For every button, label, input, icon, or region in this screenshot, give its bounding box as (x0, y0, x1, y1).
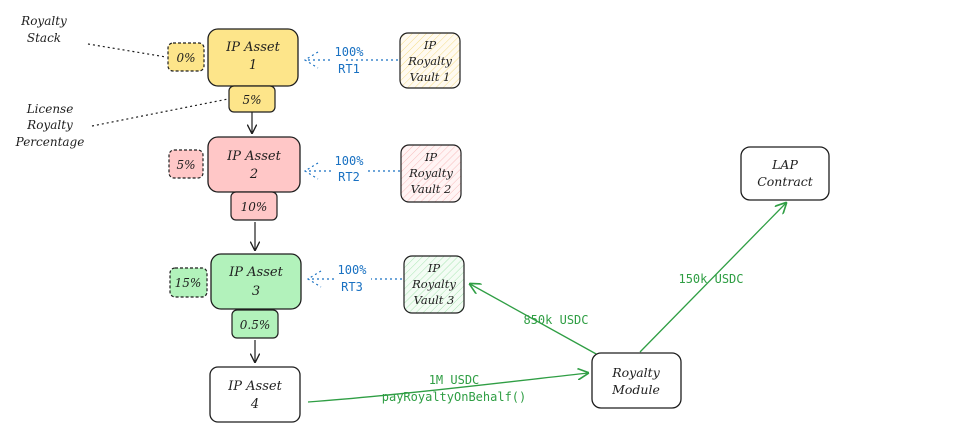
ip-asset-2-title: IP Asset (226, 149, 281, 164)
ip-royalty-vault-3[interactable]: IP Royalty Vault 3 (403, 255, 465, 314)
license-percent-value-1: 5% (242, 93, 261, 107)
vault-3-line-3: Vault 3 (414, 293, 455, 307)
vault-2-percent: 100% (335, 154, 365, 168)
ip-asset-4-box (209, 366, 301, 423)
license-percent-value-3: 0.5% (240, 318, 271, 332)
vault-1-line-3: Vault 1 (410, 70, 451, 84)
flow-to-vault-3: 850k USDC (470, 284, 599, 356)
ip-asset-3-number: 3 (252, 284, 260, 299)
vault-link-3: 100% RT3 (306, 263, 402, 294)
payment-amount: 1M USDC (429, 373, 480, 387)
vault-1-line-1: IP (423, 38, 437, 52)
royalty-stack-value-3: 15% (175, 276, 202, 290)
royalty-stack-badge-3: 15% (169, 267, 208, 298)
license-percent-badge-2: 10% (230, 191, 278, 221)
ip-royalty-vault-1[interactable]: IP Royalty Vault 1 (399, 32, 461, 89)
vault-3-line-1: IP (427, 261, 441, 275)
ip-asset-3-title: IP Asset (228, 265, 283, 280)
vault-1-line-2: Royalty (407, 54, 452, 68)
vault-link-1: 100% RT1 (303, 45, 398, 76)
vault-link-2: 100% RT2 (303, 154, 400, 184)
flow-to-lap-contract: 150k USDC (639, 203, 786, 353)
ip-asset-1-number: 1 (249, 58, 257, 73)
ip-asset-2-number: 2 (249, 167, 258, 182)
license-royalty-pointer (91, 98, 229, 127)
royalty-module[interactable]: Royalty Module (591, 352, 682, 409)
flow-to-vault-amount: 850k USDC (523, 313, 588, 327)
vault-3-token: RT3 (341, 280, 363, 294)
vault-2-line-3: Vault 2 (411, 182, 452, 196)
ip-asset-4[interactable]: IP Asset 4 (209, 366, 301, 423)
license-royalty-label-line-3: Percentage (15, 135, 85, 149)
royalty-stack-label-line-1: Royalty (20, 14, 67, 28)
ip-asset-1[interactable]: IP Asset 1 (207, 28, 299, 87)
royalty-stack-badge-2: 5% (168, 149, 204, 179)
license-royalty-label-line-2: Royalty (26, 118, 73, 132)
vault-1-percent: 100% (335, 45, 365, 59)
lap-contract-line-1: LAP (771, 157, 798, 172)
vault-3-line-2: Royalty (411, 277, 456, 291)
payment-call: payRoyaltyOnBehalf() (382, 390, 527, 404)
royalty-stack-value-2: 5% (176, 158, 195, 172)
ip-asset-2-box (207, 136, 301, 193)
ip-asset-1-title: IP Asset (225, 40, 280, 55)
royalty-stack-badge-1: 0% (167, 42, 205, 72)
payment-flow: 1M USDC payRoyaltyOnBehalf() (307, 373, 588, 404)
license-percent-value-2: 10% (241, 200, 268, 214)
lap-contract-line-2: Contract (757, 174, 814, 189)
royalty-stack-annotation: Royalty Stack (20, 14, 167, 58)
ip-asset-4-number: 4 (250, 397, 259, 412)
royalty-module-line-2: Module (611, 382, 660, 397)
vault-3-percent: 100% (338, 263, 368, 277)
ip-asset-2[interactable]: IP Asset 2 (207, 136, 301, 193)
vault-2-line-1: IP (424, 150, 438, 164)
license-percent-badge-3: 0.5% (231, 309, 279, 339)
vault-2-token: RT2 (338, 170, 360, 184)
lap-contract[interactable]: LAP Contract (740, 146, 830, 201)
ip-asset-3[interactable]: IP Asset 3 (210, 253, 302, 310)
royalty-stack-pointer (87, 43, 167, 58)
ip-asset-4-title: IP Asset (227, 379, 282, 394)
license-percent-badge-1: 5% (228, 85, 276, 113)
license-royalty-label-line-1: License (26, 102, 74, 116)
royalty-stack-label-line-2: Stack (27, 31, 61, 45)
license-royalty-percentage-annotation: License Royalty Percentage (15, 98, 229, 149)
royalty-stack-value-1: 0% (176, 51, 195, 65)
vault-2-line-2: Royalty (408, 166, 453, 180)
vault-1-token: RT1 (338, 62, 360, 76)
ip-asset-3-box (210, 253, 302, 310)
flow-to-lap-amount: 150k USDC (678, 272, 743, 286)
ip-royalty-vault-2[interactable]: IP Royalty Vault 2 (400, 144, 462, 203)
royalty-module-line-1: Royalty (611, 365, 660, 380)
